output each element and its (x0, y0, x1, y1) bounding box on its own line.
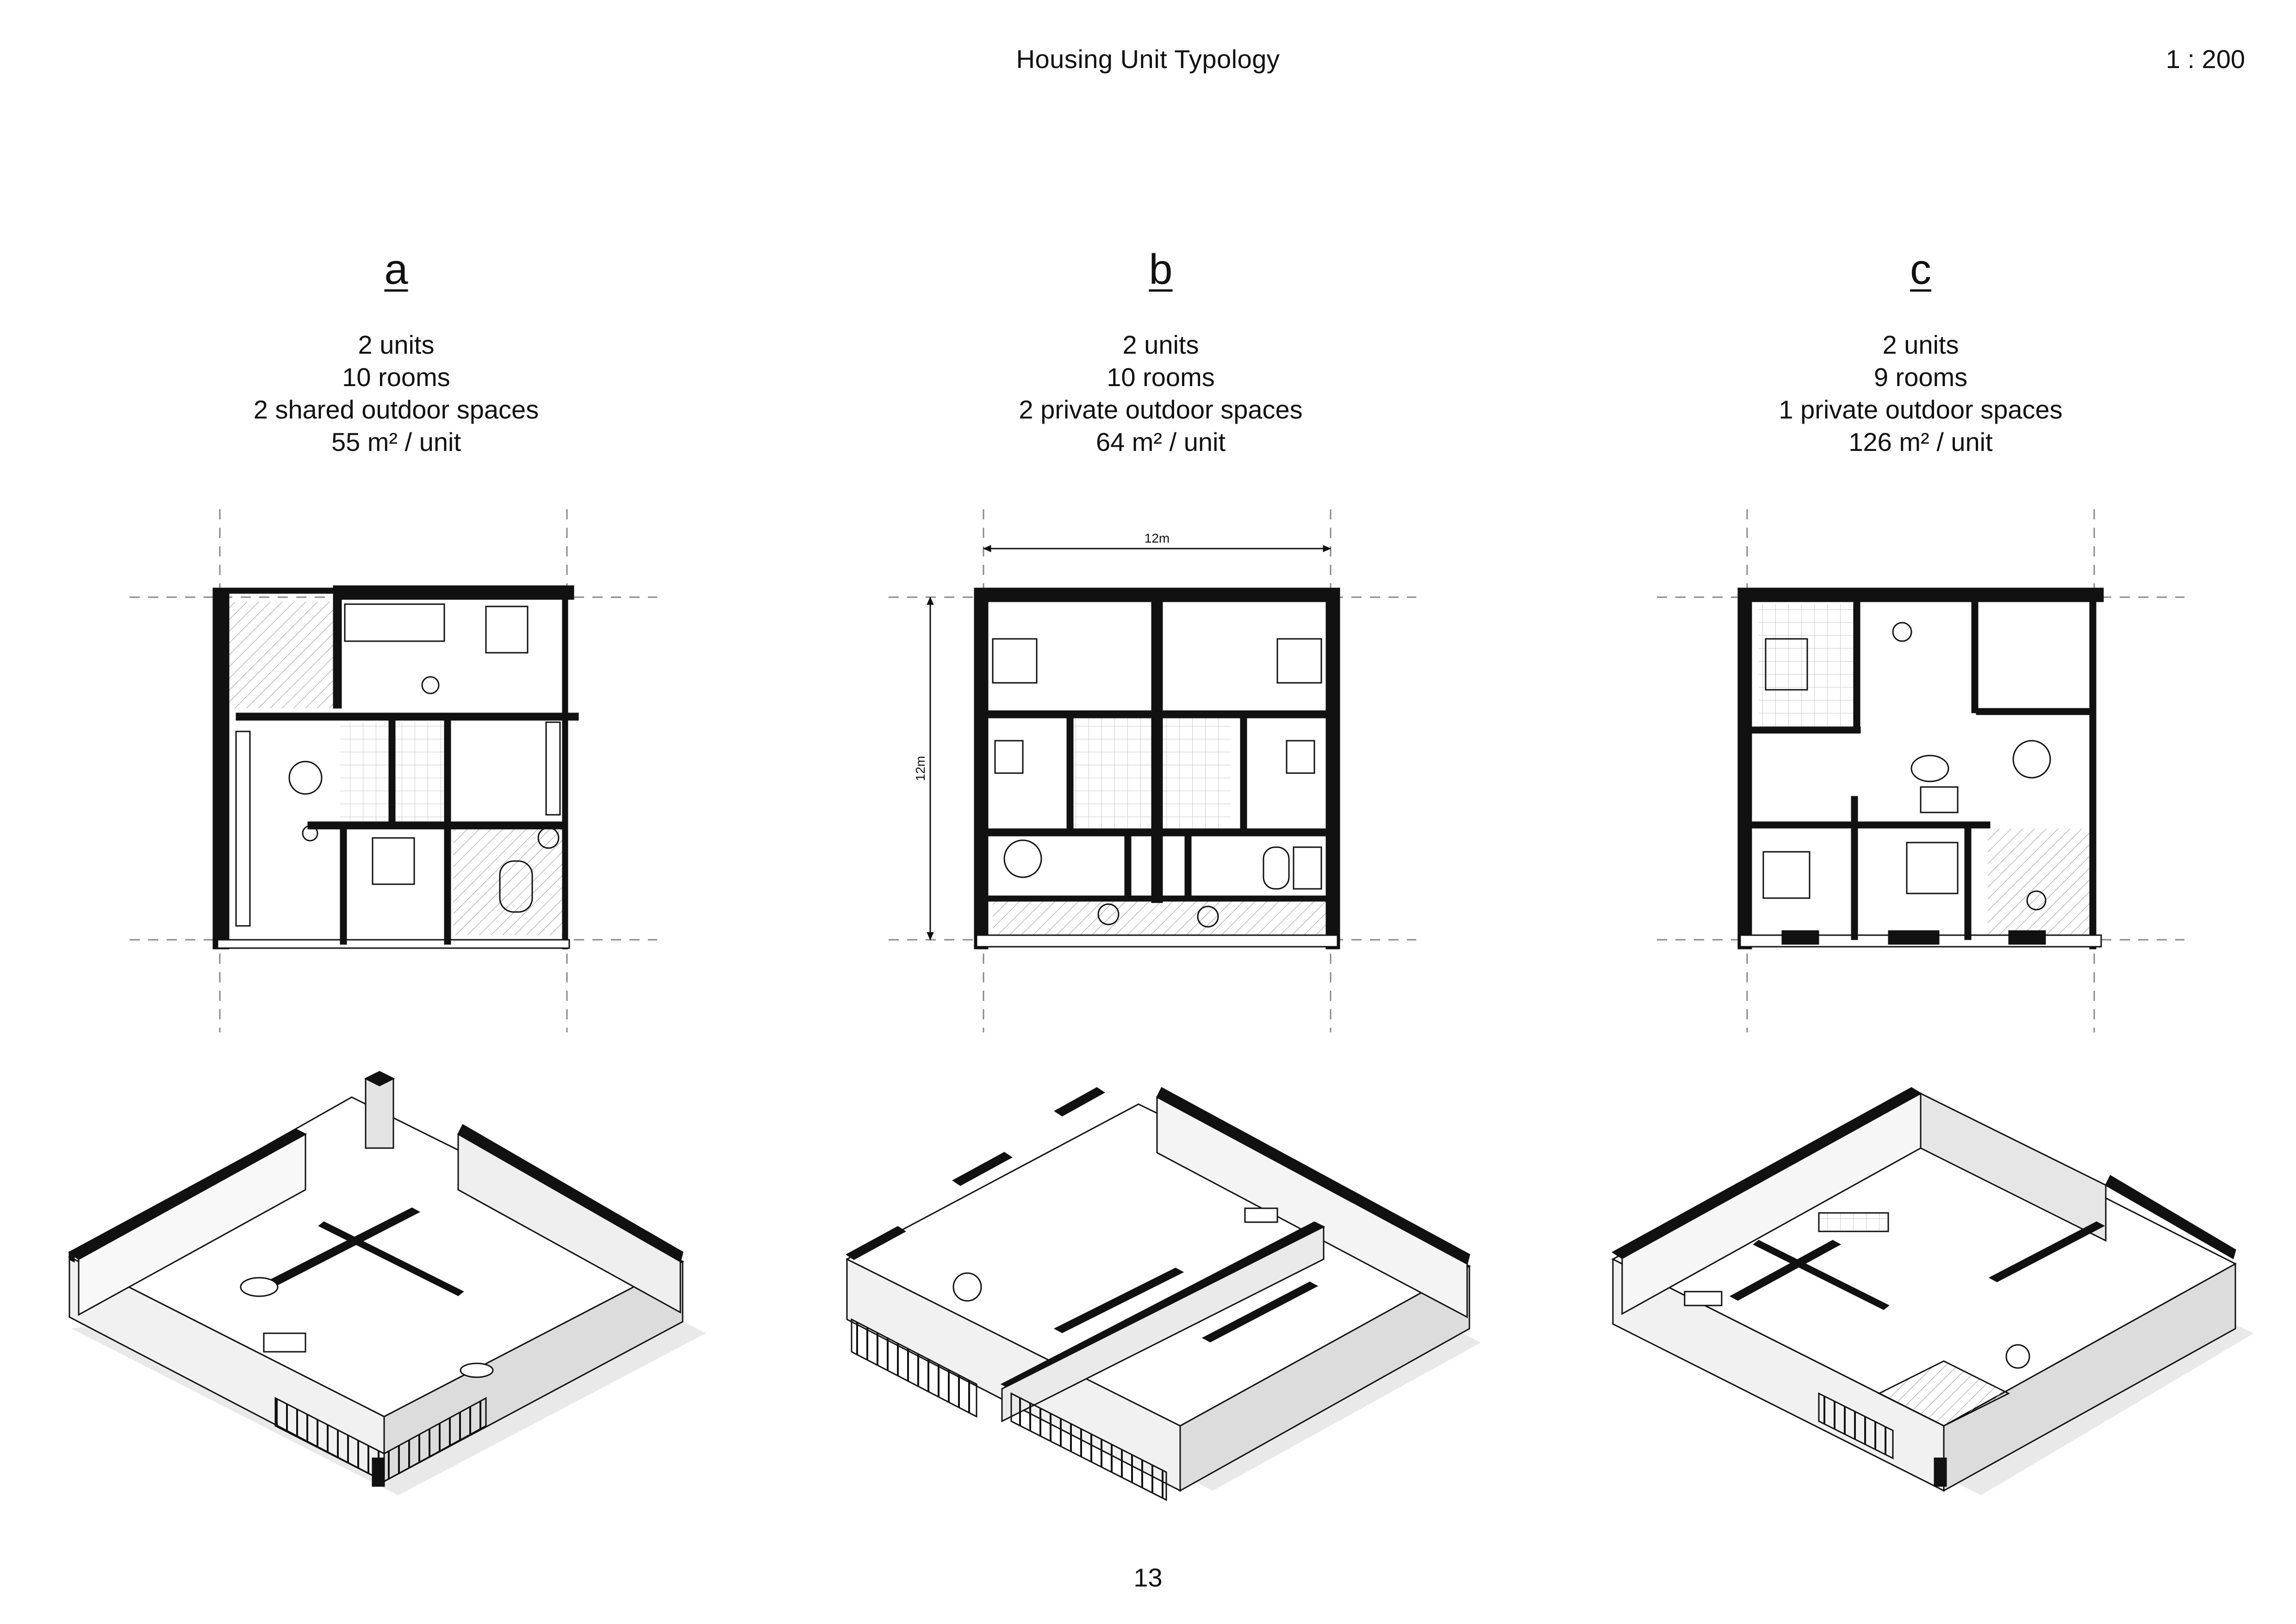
typology-a-header: a 2 units 10 rooms 2 shared outdoor spac… (72, 245, 720, 458)
typology-c-outdoor: 1 private outdoor spaces (1779, 395, 2063, 424)
typology-c-rooms: 9 rooms (1873, 362, 1968, 392)
isometric-b (845, 1087, 1481, 1501)
typology-b-units: 2 units (1122, 330, 1199, 359)
dimension-width: 12m (983, 531, 1332, 552)
typology-a-outdoor: 2 shared outdoor spaces (253, 395, 539, 424)
typology-c-header: c 2 units 9 rooms 1 private outdoor spac… (1597, 245, 2245, 458)
typology-b-outdoor: 2 private outdoor spaces (1019, 395, 1303, 424)
typology-b-header: b 2 units 10 rooms 2 private outdoor spa… (837, 245, 1485, 458)
typology-c-units: 2 units (1882, 330, 1959, 359)
isometric-a (68, 1071, 706, 1495)
typology-c-letter: c (1910, 246, 1931, 293)
page-title: Housing Unit Typology (1016, 44, 1280, 74)
typology-c-area: 126 m² / unit (1848, 427, 1993, 456)
dimension-depth: 12m (913, 596, 934, 941)
plan-b: 12m 12m (889, 509, 1416, 1032)
typology-a-rooms: 10 rooms (342, 362, 450, 392)
typology-a-units: 2 units (358, 330, 435, 359)
plan-c (1657, 509, 2184, 1032)
typology-b-letter: b (1149, 246, 1173, 293)
typology-a-area: 55 m² / unit (331, 427, 461, 456)
dimension-width-label: 12m (1145, 531, 1170, 545)
page-number: 13 (1133, 1563, 1163, 1592)
typology-a-letter: a (384, 246, 408, 293)
scale-label: 1 : 200 (2165, 44, 2245, 74)
typology-b-rooms: 10 rooms (1107, 362, 1215, 392)
dimension-depth-label: 12m (913, 756, 927, 781)
plan-a (130, 509, 657, 1032)
isometric-c (1611, 1087, 2254, 1495)
typology-b-area: 64 m² / unit (1095, 427, 1226, 456)
